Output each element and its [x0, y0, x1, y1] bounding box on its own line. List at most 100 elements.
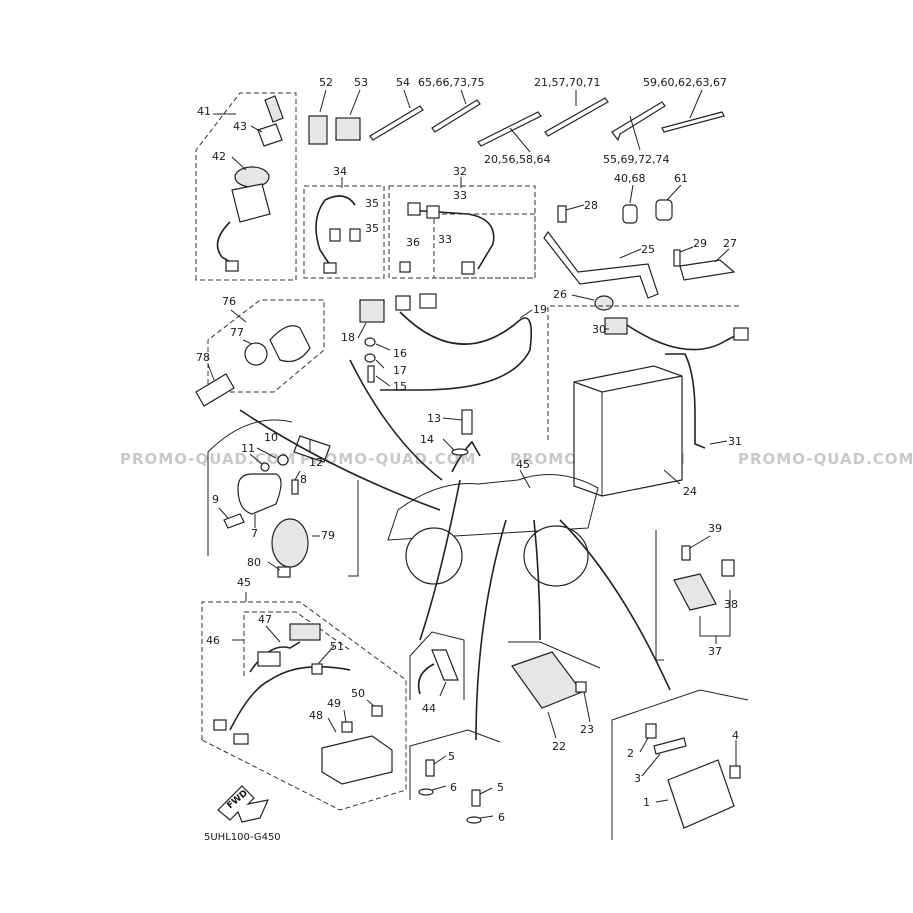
bracket-group [543, 204, 736, 311]
callout-8: 8 [300, 473, 307, 486]
washer-6a-part [418, 788, 434, 796]
holders-group [622, 184, 682, 224]
switch-44-part [431, 649, 459, 681]
band-59-part [661, 111, 725, 133]
watermark-text-4: PROMO-QUAD.COM [738, 450, 913, 468]
callout-5a: 5 [448, 750, 455, 763]
top-row-parts [308, 89, 725, 153]
callout-7: 7 [251, 527, 258, 540]
band-55-part [611, 101, 666, 142]
group-outline-34 [303, 185, 385, 279]
callout-50: 50 [351, 687, 365, 700]
front-wheel-part [405, 527, 463, 585]
callout-44: 44 [422, 702, 436, 715]
callout-30: 30 [592, 323, 606, 336]
callout-51: 51 [330, 640, 344, 653]
wire-harness-19-part [380, 311, 533, 391]
coupler-51-part [311, 663, 323, 675]
callout-45b: 45 [237, 576, 251, 589]
callout-14: 14 [420, 433, 434, 446]
callout-55-69-72-74: 55,69,72,74 [603, 153, 669, 166]
connector-35a-part [329, 228, 341, 242]
key-cap-part [257, 123, 283, 147]
fuse-49-part [341, 721, 353, 733]
rectifier-22-part [511, 651, 583, 709]
callout-20-56-58-64: 20,56,58,64 [484, 153, 550, 166]
callout-25: 25 [641, 243, 655, 256]
callout-27: 27 [723, 237, 737, 250]
callout-24: 24 [683, 485, 697, 498]
callout-80: 80 [247, 556, 261, 569]
bolt-28-part [557, 205, 567, 223]
coil-7-part [237, 473, 282, 515]
callout-54: 54 [396, 76, 410, 89]
callout-3: 3 [634, 772, 641, 785]
callout-9: 9 [212, 493, 219, 506]
battery-group [547, 305, 749, 497]
callout-53: 53 [354, 76, 368, 89]
callout-31: 31 [728, 435, 742, 448]
coupler-52-part [308, 115, 328, 145]
washer-11-part [260, 462, 270, 472]
callout-4: 4 [732, 729, 739, 742]
atv-frame [239, 359, 671, 741]
callout-29: 29 [693, 237, 707, 250]
subgroup-32-wire [407, 209, 495, 270]
resistor-47-part [289, 623, 321, 641]
main-switch-group [195, 92, 297, 281]
watermark-text-2: PROMO-QUAD.COM [300, 450, 476, 468]
callout-6a: 6 [450, 781, 457, 794]
callout-47: 47 [258, 613, 272, 626]
grommet-26-part [594, 295, 614, 311]
relay-harness-group [357, 293, 533, 391]
callout-37: 37 [708, 645, 722, 658]
callout-23: 23 [580, 723, 594, 736]
socket-body-part [269, 325, 311, 363]
group-outline-main-switch [195, 92, 297, 281]
subgroup-34-wire [315, 199, 331, 266]
cap-12-part [293, 435, 331, 463]
bolt-5a-part [425, 759, 435, 777]
callout-15: 15 [393, 380, 407, 393]
rear-wheel-part [523, 525, 589, 587]
callout-22: 22 [552, 740, 566, 753]
group-outline-45 [201, 601, 407, 811]
bolt-5b-part [471, 789, 481, 807]
key-part [264, 95, 284, 123]
callout-6b: 6 [498, 811, 505, 824]
group-outline-32 [388, 185, 536, 279]
callout-10: 10 [264, 431, 278, 444]
callout-46: 46 [206, 634, 220, 647]
callout-35b: 35 [365, 222, 379, 235]
callout-76: 76 [222, 295, 236, 308]
callout-39: 39 [708, 522, 722, 535]
plug-9-part [223, 513, 245, 529]
switch-nut-part [234, 166, 270, 188]
starter-relay-group [673, 535, 735, 644]
callout-labels: 52 53 54 65,66,73,75 21,57,70,71 59,60,6… [196, 76, 742, 824]
relay-18-part [359, 299, 385, 323]
sensor-13-part [461, 409, 473, 435]
battery-cable-30-part [604, 317, 628, 335]
callout-17: 17 [393, 364, 407, 377]
wire-lead-group [201, 592, 407, 823]
socket-group [195, 299, 325, 407]
connector-33b-part [426, 205, 440, 219]
cable-tie-20-part [477, 111, 542, 147]
bolt-15-part [367, 365, 375, 383]
callout-41: 41 [197, 105, 211, 118]
callout-19: 19 [533, 303, 547, 316]
main-switch-wire [216, 221, 233, 264]
bolt-80-part [277, 566, 291, 578]
group-outline-76 [207, 299, 325, 393]
callout-5b: 5 [497, 781, 504, 794]
washer-17-part [364, 353, 376, 363]
cdi-unit-1-part [667, 759, 735, 829]
callout-36: 36 [406, 236, 420, 249]
atv-body-part [387, 474, 599, 541]
callout-26: 26 [553, 288, 567, 301]
battery-cable-31-part [665, 353, 706, 449]
callout-32: 32 [453, 165, 467, 178]
sub-lead-46-part [229, 665, 351, 731]
